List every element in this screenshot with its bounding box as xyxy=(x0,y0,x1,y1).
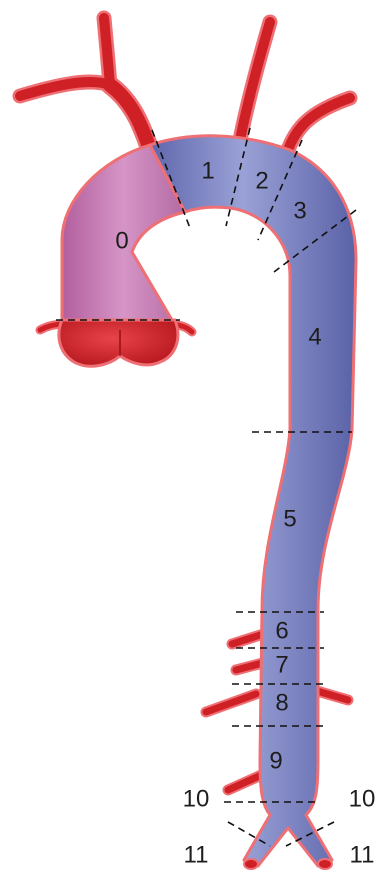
left-iliac-end xyxy=(318,859,332,869)
iliac-artery-ends xyxy=(244,859,332,869)
arch-branch-vessels xyxy=(20,18,350,150)
zone-label-10-left: 10 xyxy=(183,785,210,812)
zone-label-11-left: 11 xyxy=(184,841,209,868)
brachiocephalic-trunk xyxy=(20,18,150,150)
left-common-carotid xyxy=(240,22,270,140)
zone-label-2: 2 xyxy=(255,167,268,194)
right-iliac-end xyxy=(244,859,258,869)
zone-label-0: 0 xyxy=(115,227,128,254)
zone-label-9: 9 xyxy=(269,747,282,774)
zone-label-8: 8 xyxy=(275,689,288,716)
left-subclavian xyxy=(288,98,350,150)
arch-and-descending-aorta xyxy=(150,136,356,866)
zone-label-3: 3 xyxy=(293,197,306,224)
zone-label-11-right: 11 xyxy=(350,841,375,868)
zone-label-5: 5 xyxy=(283,505,296,532)
aortic-root xyxy=(40,320,192,366)
zone-label-10-right: 10 xyxy=(349,785,376,812)
zone-label-7: 7 xyxy=(275,651,288,678)
zone-label-4: 4 xyxy=(308,323,321,350)
zone-label-6: 6 xyxy=(275,617,288,644)
zone-label-1: 1 xyxy=(201,157,214,184)
